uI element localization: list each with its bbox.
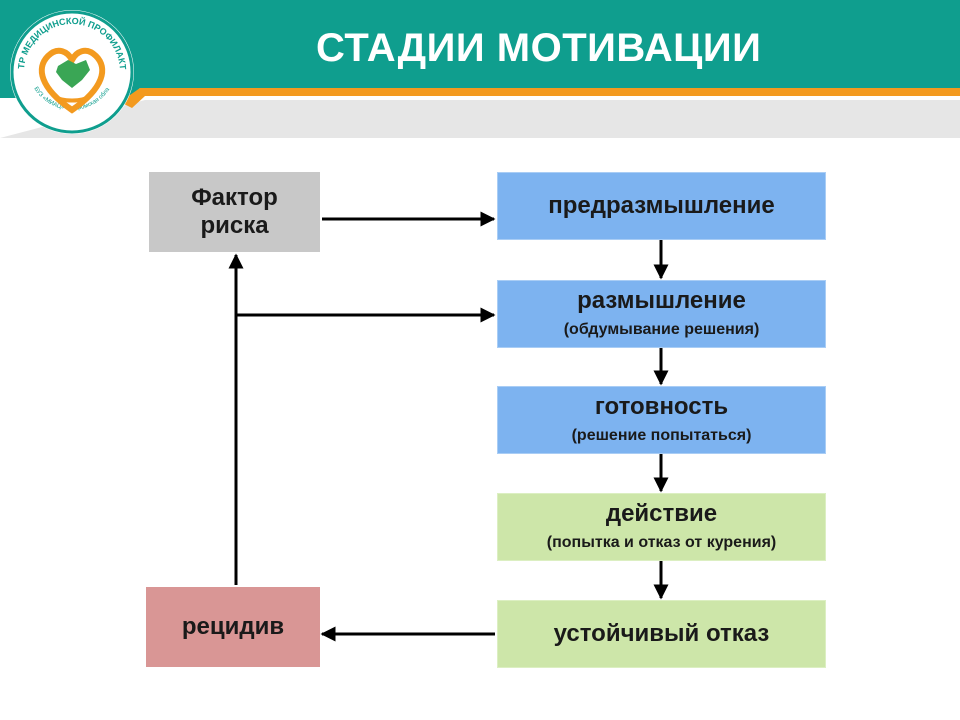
header-shadow-band <box>0 100 960 138</box>
heart-map-logo-icon: ЦЕНТР МЕДИЦИНСКОЙ ПРОФИЛАКТИКИ ОГБУЗ «МИ… <box>10 10 134 134</box>
stage-maintenance-label: устойчивый отказ <box>553 620 770 647</box>
stage-preparation: готовность (решение попытаться) <box>497 386 826 454</box>
header-orange-stripe <box>120 88 960 108</box>
page-title: СТАДИИ МОТИВАЦИИ <box>316 26 762 70</box>
stage-maintenance: устойчивый отказ <box>497 600 826 668</box>
stage-relapse-label: рецидив <box>181 613 285 640</box>
stage-risk-factor: Фактор риска <box>149 172 320 252</box>
stage-action-sub: (попытка и отказ от курения) <box>546 534 777 551</box>
stage-contemplation: размышление (обдумывание решения) <box>497 280 826 348</box>
stage-risk-factor-label: Фактор риска <box>191 184 278 239</box>
stage-action: действие (попытка и отказ от курения) <box>497 493 826 561</box>
stage-precontemplation-label: предразмышление <box>548 192 775 219</box>
stage-precontemplation: предразмышление <box>497 172 826 240</box>
stage-action-label: действие <box>605 500 718 527</box>
header-teal-band <box>0 0 960 98</box>
stage-preparation-sub: (решение попытаться) <box>571 427 752 444</box>
organization-logo: ЦЕНТР МЕДИЦИНСКОЙ ПРОФИЛАКТИКИ ОГБУЗ «МИ… <box>10 10 134 134</box>
stage-contemplation-label: размышление <box>577 287 746 314</box>
header-background <box>0 0 960 138</box>
stage-relapse: рецидив <box>146 587 320 667</box>
stage-contemplation-sub: (обдумывание решения) <box>563 321 760 338</box>
stage-preparation-label: готовность <box>594 393 729 420</box>
header-banner: ЦЕНТР МЕДИЦИНСКОЙ ПРОФИЛАКТИКИ ОГБУЗ «МИ… <box>0 0 960 140</box>
